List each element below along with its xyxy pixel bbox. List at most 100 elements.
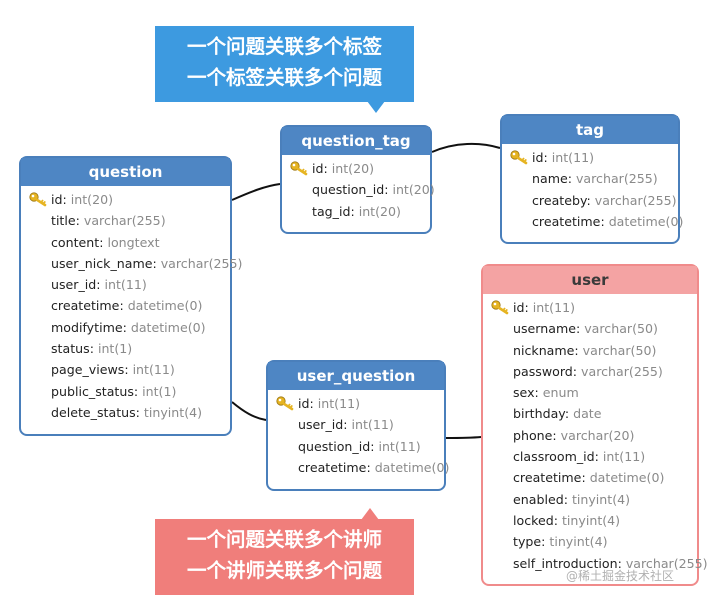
- field-type: int(11): [551, 150, 595, 165]
- field-name: question_id: [298, 438, 371, 454]
- table-user-question[interactable]: user_question id: int(11)user_id: int(11…: [266, 360, 449, 491]
- field-name: username: [513, 321, 576, 337]
- field-list: id: int(20) title: varchar(255) content: l…: [21, 186, 243, 423]
- field-type: int(11): [602, 449, 646, 465]
- field-type: int(11): [317, 396, 361, 411]
- field-row: status: int(1): [51, 341, 133, 357]
- field-row: username: varchar(50): [513, 321, 658, 337]
- field-row: name: varchar(255): [532, 171, 658, 187]
- field-type: date: [573, 406, 602, 422]
- field-row: id: int(11): [502, 147, 678, 168]
- callout-question-tag-relation: 一个问题关联多个标签 一个标签关联多个问题: [155, 26, 414, 102]
- field-name: delete_status: [51, 404, 136, 420]
- field-name: birthday: [513, 406, 565, 422]
- field-name: public_status: [51, 383, 134, 399]
- field-name: phone: [513, 427, 553, 443]
- table-tag[interactable]: tag id: int(11)name: varchar(255)createb…: [500, 114, 684, 244]
- field-type: varchar(255): [160, 255, 243, 271]
- field-type: int(11): [532, 300, 576, 315]
- field-name: nickname: [513, 342, 575, 358]
- primary-key-icon: [29, 192, 47, 207]
- table-question[interactable]: question id: int(20)title: varchar(255)c…: [19, 156, 243, 436]
- field-row: locked: tinyint(4): [513, 512, 621, 528]
- field-row: nickname: varchar(50): [513, 342, 657, 358]
- callout-question-teacher-relation: 一个问题关联多个讲师 一个讲师关联多个问题: [155, 519, 414, 595]
- callout-pointer: [367, 101, 385, 113]
- field-name: user_nick_name: [51, 255, 153, 271]
- field-type: datetime(0): [608, 213, 684, 229]
- field-list: id: int(11)user_id: int(11)question_id: …: [268, 390, 449, 478]
- field-list: id: int(20) question_id: int(20) tag_id: i…: [282, 155, 435, 222]
- field-type: tinyint(4): [549, 534, 608, 550]
- table-question-tag[interactable]: question_tag id: int(20) question_id: int…: [280, 125, 435, 234]
- field-name: enabled: [513, 491, 564, 507]
- field-row: question_id: int(20): [312, 182, 435, 198]
- field-type: tinyint(4): [571, 491, 631, 507]
- field-row: self_introduction: varchar(255): [513, 555, 708, 571]
- field-name: id: [532, 150, 544, 165]
- field-name: sex: [513, 385, 535, 401]
- field-type: datetime(0): [130, 319, 206, 335]
- primary-key-icon: [510, 150, 528, 165]
- field-row: phone: varchar(20): [513, 427, 635, 443]
- field-row: content: longtext: [51, 234, 160, 250]
- field-name: question_id: [312, 182, 385, 198]
- field-row: title: varchar(255): [51, 213, 166, 229]
- field-type: int(20): [358, 203, 401, 219]
- field-name: id: [312, 161, 324, 176]
- field-name: type: [513, 534, 542, 550]
- field-type: datetime(0): [127, 298, 203, 314]
- table-title: question_tag: [282, 127, 430, 155]
- field-type: int(1): [97, 341, 133, 357]
- field-row: id: int(11): [483, 297, 697, 318]
- table-user[interactable]: user id: int(11)username: varchar(50)nic…: [481, 264, 708, 586]
- field-row: password: varchar(255): [513, 363, 663, 379]
- watermark: @稀土掘金技术社区: [566, 569, 675, 583]
- field-type: tinyint(4): [143, 404, 203, 420]
- field-name: id: [298, 396, 310, 411]
- field-type: varchar(255): [594, 192, 677, 208]
- field-type: int(11): [132, 362, 175, 378]
- field-type: int(20): [331, 161, 375, 176]
- primary-key-icon: [290, 161, 308, 176]
- field-type: varchar(255): [581, 363, 663, 379]
- field-name: user_id: [51, 277, 97, 293]
- field-name: password: [513, 363, 573, 379]
- callout-line-1: 一个问题关联多个讲师: [186, 528, 382, 551]
- field-name: classroom_id: [513, 449, 595, 465]
- field-row: id: int(20): [282, 158, 430, 179]
- field-type: varchar(255): [83, 213, 166, 229]
- field-row: user_nick_name: varchar(255): [51, 255, 243, 271]
- field-type: varchar(255): [575, 171, 658, 187]
- table-title: user_question: [268, 362, 444, 390]
- field-type: enum: [542, 385, 579, 401]
- callout-line-2: 一个讲师关联多个问题: [186, 559, 382, 582]
- link-user-question-user: [445, 436, 482, 439]
- field-list: id: int(11)name: varchar(255)createby: v…: [502, 144, 684, 232]
- field-row: id: int(20): [21, 189, 230, 210]
- field-row: classroom_id: int(11): [513, 449, 646, 465]
- field-row: page_views: int(11): [51, 362, 175, 378]
- field-name: createtime: [532, 213, 601, 229]
- field-row: createtime: datetime(0): [532, 213, 684, 229]
- field-name: page_views: [51, 362, 125, 378]
- field-row: tag_id: int(20): [312, 203, 401, 219]
- field-type: int(1): [142, 383, 177, 399]
- field-name: locked: [513, 512, 554, 528]
- field-type: tinyint(4): [561, 512, 621, 528]
- field-row: modifytime: datetime(0): [51, 319, 206, 335]
- primary-key-icon: [491, 300, 509, 315]
- field-row: delete_status: tinyint(4): [51, 404, 203, 420]
- field-name: createby: [532, 192, 587, 208]
- field-type: varchar(50): [584, 321, 658, 337]
- field-type: longtext: [107, 234, 160, 250]
- field-row: id: int(11): [268, 393, 444, 414]
- callout-pointer: [361, 508, 379, 520]
- field-row: createtime: datetime(0): [513, 470, 665, 486]
- field-type: varchar(20): [560, 427, 635, 443]
- field-type: int(20): [70, 192, 114, 207]
- field-row: public_status: int(1): [51, 383, 177, 399]
- link-question-user-question: [231, 401, 267, 421]
- field-name: id: [513, 300, 525, 315]
